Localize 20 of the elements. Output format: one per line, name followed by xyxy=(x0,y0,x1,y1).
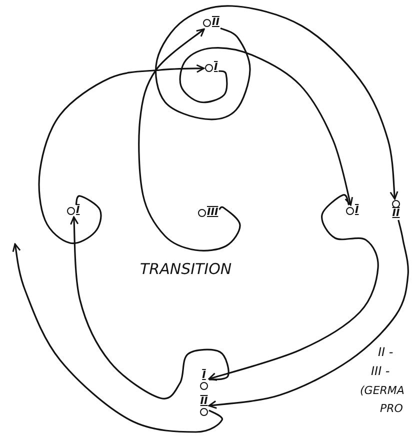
spiral-arrow xyxy=(70,216,230,400)
spiral-arrow xyxy=(208,194,379,381)
spiral-arrow xyxy=(155,5,398,200)
state-point: II xyxy=(203,18,220,28)
state-point: II xyxy=(392,200,400,219)
spiral-arrow xyxy=(12,243,223,433)
state-point: II xyxy=(200,397,208,416)
state-point: I xyxy=(200,371,208,390)
state-point: I xyxy=(205,63,218,73)
legend-note: PRO xyxy=(380,402,403,416)
transition-label: TRANSITION xyxy=(140,262,232,276)
legend-note: II - xyxy=(378,345,394,359)
legend-note: (GERMA xyxy=(360,384,404,398)
state-point: III xyxy=(198,208,218,218)
state-point: I xyxy=(67,206,80,216)
spiral-arrow xyxy=(179,47,354,206)
state-point: I xyxy=(346,206,359,216)
spiral-arrow xyxy=(208,220,409,410)
legend-note: III - xyxy=(371,364,390,378)
spiral-arrow xyxy=(38,64,205,244)
